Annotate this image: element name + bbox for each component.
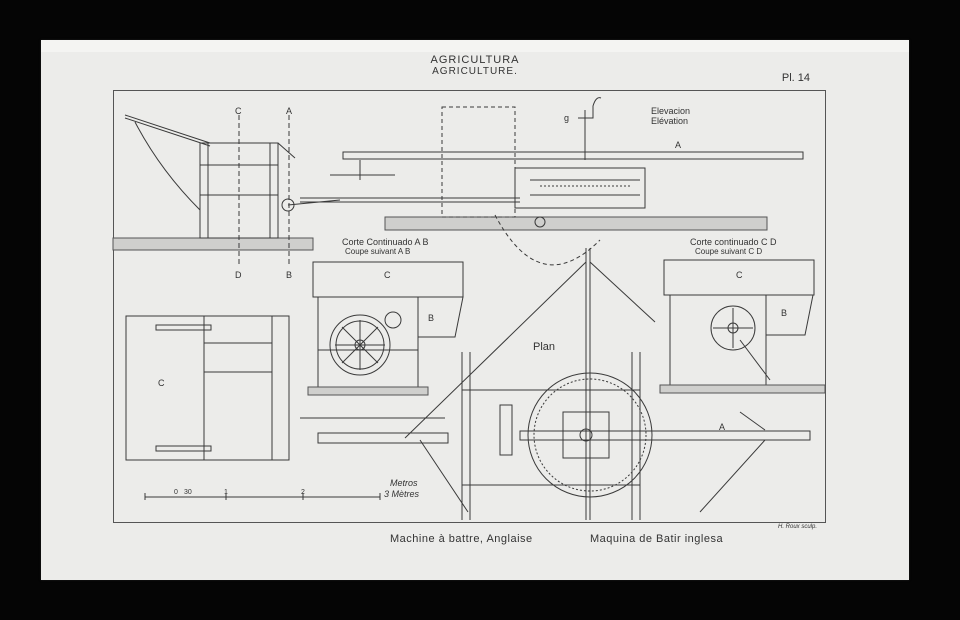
caption-spanish: Maquina de Batir inglesa — [590, 533, 724, 545]
title-spanish: AGRICULTURA — [430, 54, 520, 66]
scale-title: Metros — [390, 478, 418, 488]
section-ab-label-es: Corte Continuado A B — [342, 237, 429, 247]
part-letter-c-ab: C — [384, 270, 391, 280]
side-elevation-left — [112, 114, 341, 251]
part-letter-b-cd: B — [781, 308, 788, 318]
main-elevation — [300, 97, 804, 266]
plate-header: AGRICULTURA AGRICULTURE. — [41, 54, 909, 78]
scale-bar — [144, 493, 381, 500]
paper-edge — [41, 40, 909, 52]
scale-end-label: 3 Mètres — [384, 489, 420, 499]
left-plan — [125, 315, 290, 461]
part-letter-c-cd: C — [736, 270, 743, 280]
part-letter-a: A — [675, 140, 682, 150]
section-marker-d: D — [235, 270, 242, 280]
part-letter-g: g — [564, 113, 570, 123]
plate-sheet — [41, 40, 909, 580]
part-letter-b-ab: B — [428, 313, 435, 323]
plate-number: Pl. 14 — [781, 72, 810, 84]
caption-french: Machine à battre, Anglaise — [390, 533, 533, 545]
section-marker-b: B — [286, 270, 293, 280]
section-marker-c: C — [235, 106, 242, 116]
section-marker-a: A — [286, 106, 293, 116]
engraver-signature: H. Roux sculp. — [778, 524, 818, 530]
section-ab-label-fr: Coupe suivant A B — [345, 247, 411, 256]
title-french: AGRICULTURE. — [432, 66, 518, 77]
scale-tick-0: 0 — [174, 489, 178, 496]
scale-tick-1: 1 — [224, 489, 228, 496]
section-lines — [238, 115, 290, 265]
drawing-frame — [113, 90, 826, 523]
plan-label: Plan — [533, 341, 556, 353]
part-letter-a-plan: A — [719, 422, 726, 432]
part-letter-c-plan: C — [158, 378, 165, 388]
elevation-label-es: Elevacion — [651, 106, 691, 116]
section-cd-label-fr: Coupe suivant C D — [695, 247, 763, 256]
scale-tick-2: 2 — [301, 489, 305, 496]
main-plan — [300, 248, 811, 520]
scale-tick-30: 30 — [184, 489, 192, 496]
section-cd-label-es: Corte continuado C D — [690, 237, 777, 247]
section-cd — [659, 259, 826, 394]
section-ab — [307, 261, 464, 396]
elevation-label-fr: Elévation — [651, 116, 689, 126]
